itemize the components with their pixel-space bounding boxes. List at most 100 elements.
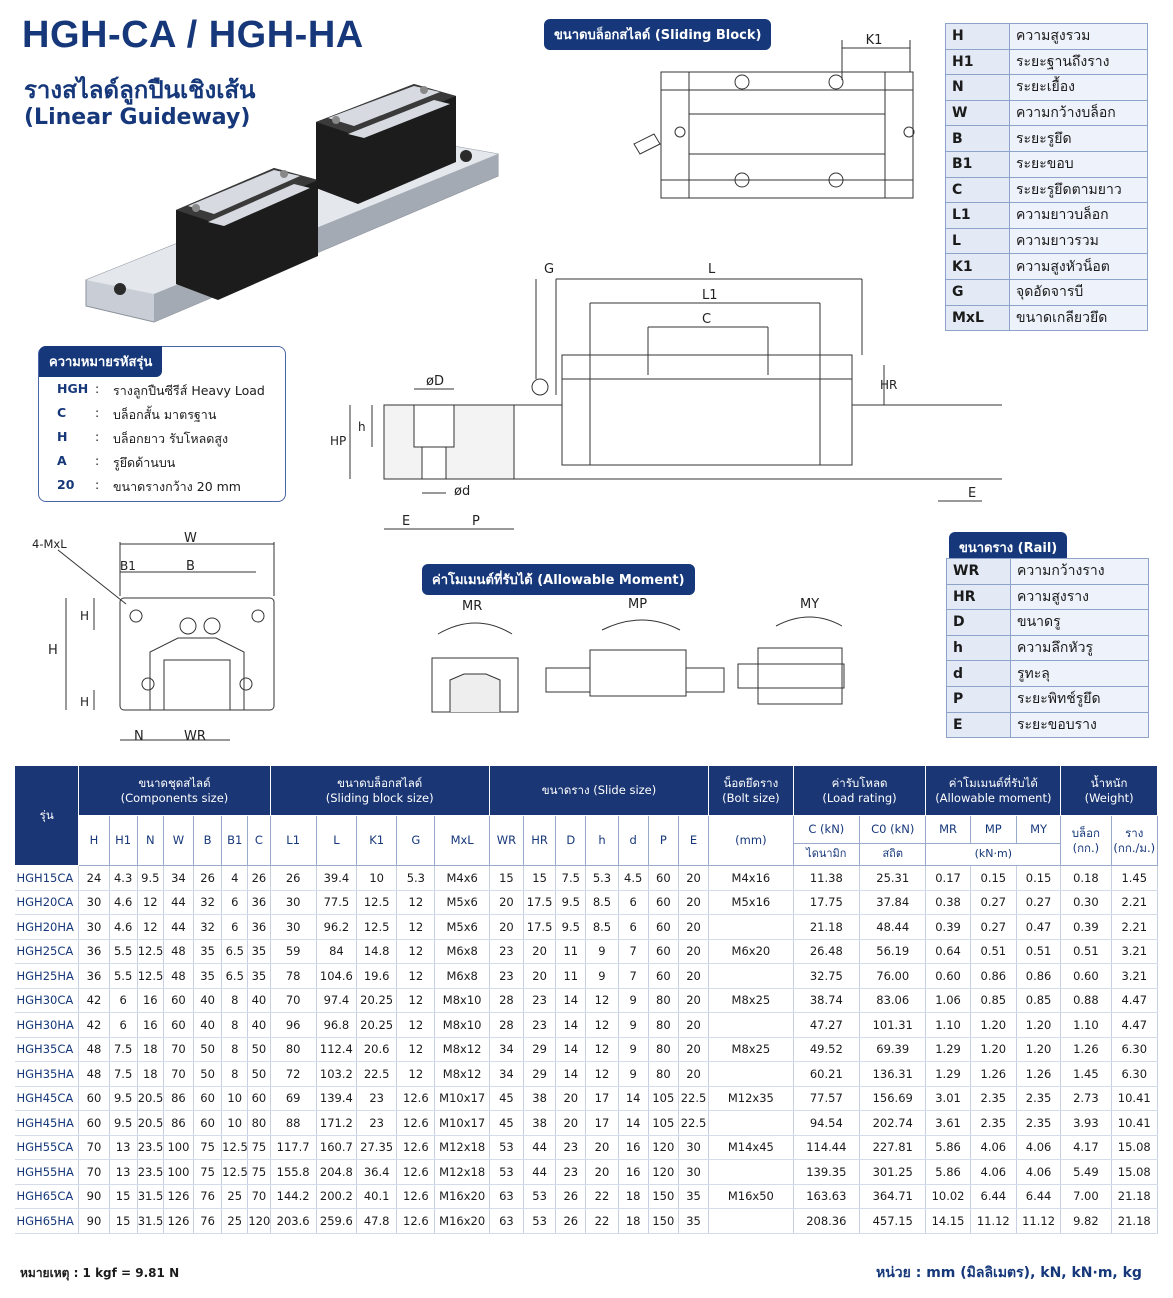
table-cell: 17.75 <box>793 890 861 915</box>
symbol-desc: ขนาดเกลียวยึด <box>1009 304 1148 332</box>
table-cell: 22 <box>585 1208 619 1234</box>
table-cell: 53 <box>489 1159 525 1185</box>
table-cell: 84 <box>316 939 358 964</box>
table-cell: 69 <box>270 1086 317 1111</box>
table-cell: 12.5 <box>221 1159 249 1185</box>
table-cell: 7.5 <box>109 1037 138 1062</box>
table-cell: 18 <box>618 1208 649 1234</box>
side-view-drawing: G L L1 C HR øD ød h HP E P E <box>330 262 1002 530</box>
table-cell: 105 <box>648 1110 679 1136</box>
table-cell: 457.15 <box>859 1208 927 1234</box>
model-cell: HGH45CA <box>14 1086 80 1111</box>
table-cell: 47.27 <box>793 1012 861 1038</box>
table-cell: 5.5 <box>109 939 138 964</box>
table-cell: 20 <box>678 988 710 1013</box>
table-cell: 6.44 <box>970 1184 1017 1209</box>
table-cell: 10 <box>356 865 398 891</box>
table-cell: 2.35 <box>970 1086 1017 1111</box>
table-cell: 9.82 <box>1060 1208 1112 1234</box>
table-cell: 144.2 <box>270 1184 317 1209</box>
table-cell: 10.41 <box>1111 1086 1159 1111</box>
table-cell: 70 <box>78 1135 110 1160</box>
table-cell: 150 <box>648 1184 679 1209</box>
table-cell: 6.44 <box>1016 1184 1062 1209</box>
table-cell: 104.6 <box>316 963 358 989</box>
dim-h-small: h <box>358 420 366 434</box>
table-cell: 6 <box>221 914 249 940</box>
table-cell: 7.5 <box>109 1061 138 1087</box>
table-cell: M16x50 <box>708 1184 794 1209</box>
table-cell <box>708 963 794 989</box>
model-cell: HGH30HA <box>14 1012 80 1038</box>
table-cell: 63 <box>489 1208 525 1234</box>
table-cell: 23 <box>523 1012 557 1038</box>
table-cell: 26 <box>555 1184 587 1209</box>
legend-row: HGH:รางลูกปืนซีรีส์ Heavy Load <box>57 381 265 401</box>
table-cell: 7 <box>618 939 649 964</box>
table-cell: 26 <box>555 1208 587 1234</box>
symbol-code: K1 <box>945 253 1010 280</box>
table-cell: 14.15 <box>925 1208 971 1234</box>
table-cell: 12 <box>396 890 436 915</box>
table-cell: M6x8 <box>434 939 490 964</box>
table-cell: 6.30 <box>1111 1061 1159 1087</box>
table-cell: 11.12 <box>1016 1208 1062 1234</box>
table-cell: 35 <box>678 1208 710 1234</box>
table-cell: 40 <box>193 988 223 1013</box>
sub-header: WR <box>488 815 525 866</box>
table-cell: 202.74 <box>859 1110 927 1136</box>
table-cell: 17 <box>585 1110 619 1136</box>
table-cell: 14 <box>618 1086 649 1111</box>
model-cell: HGH45HA <box>14 1110 80 1136</box>
table-cell: 12 <box>396 963 436 989</box>
table-cell: 16 <box>618 1135 649 1160</box>
table-cell: 12 <box>585 988 619 1013</box>
dim-w: W <box>184 531 197 546</box>
sub-header: (mm) <box>708 815 794 866</box>
table-cell: 20.6 <box>356 1037 398 1062</box>
legend-colon: : <box>95 405 100 420</box>
table-cell: 0.39 <box>1060 914 1112 940</box>
table-cell: 0.38 <box>925 890 971 915</box>
table-cell: 301.25 <box>859 1159 927 1185</box>
table-cell: 36 <box>247 914 271 940</box>
table-cell: 12 <box>137 890 164 915</box>
table-cell: 40 <box>247 1012 271 1038</box>
spec-table: รุ่น ขนาดชุดสไลด์(Components size) ขนาดบ… <box>13 765 1159 1234</box>
table-cell: 19.6 <box>356 963 398 989</box>
dim-hp: HP <box>330 434 346 448</box>
table-cell: 4.06 <box>1016 1135 1062 1160</box>
table-cell: 136.31 <box>859 1061 927 1087</box>
table-cell: 2.35 <box>1016 1110 1062 1136</box>
table-cell: 15 <box>523 865 557 891</box>
table-cell: 12.6 <box>396 1086 436 1111</box>
table-cell: 45 <box>489 1110 525 1136</box>
symbol-desc: ระยะพิทช์รูยึด <box>1010 685 1149 713</box>
table-cell: 4.06 <box>970 1159 1017 1185</box>
table-cell: M8x12 <box>434 1037 490 1062</box>
table-cell: 94.54 <box>793 1110 861 1136</box>
table-cell: 80 <box>648 1037 679 1062</box>
table-cell: 96 <box>270 1012 317 1038</box>
group-bolt: น็อตยึดราง(Bolt size) <box>708 765 794 816</box>
table-cell: 31.5 <box>137 1184 164 1209</box>
table-cell: 0.51 <box>1016 939 1062 964</box>
symbol-desc: ระยะขอบราง <box>1010 711 1149 739</box>
table-cell: 20 <box>678 963 710 989</box>
table-cell: 90 <box>78 1208 110 1234</box>
table-cell: 34 <box>163 865 195 891</box>
table-cell: 114.44 <box>793 1135 861 1160</box>
dim-c: C <box>702 312 711 327</box>
legend-desc: ขนาดรางกว้าง 20 mm <box>113 479 241 494</box>
table-cell: 42 <box>78 1012 110 1038</box>
table-cell: 44 <box>523 1135 557 1160</box>
dim-b: B <box>186 559 195 574</box>
table-cell: 76 <box>193 1184 223 1209</box>
table-cell: 60 <box>78 1110 110 1136</box>
table-cell: 18 <box>618 1184 649 1209</box>
table-cell: 22.5 <box>678 1086 710 1111</box>
table-cell: 23.5 <box>137 1135 164 1160</box>
symbol-code: B <box>945 125 1010 152</box>
